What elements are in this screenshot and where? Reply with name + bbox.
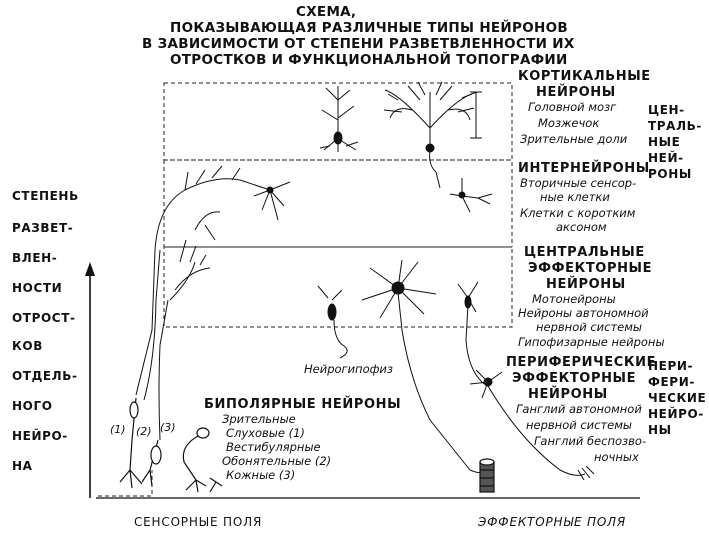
effector-fields-label: ЭФФЕКТОРНЫЕ ПОЛЯ — [478, 515, 627, 529]
axis-arrow — [85, 262, 95, 498]
diagram-title-line-1: СХЕМА, — [296, 4, 357, 20]
sensory-fields-label: СЕНСОРНЫЕ ПОЛЯ — [134, 515, 263, 529]
group-header-line: НЕЙРОНЫ — [536, 85, 616, 100]
side-label-line: НЫЕ — [648, 135, 681, 149]
side-label-line: ФЕРИ- — [648, 375, 695, 389]
axis-label-line: НОСТИ — [12, 281, 63, 295]
bipolar-neuron-3 — [182, 427, 223, 493]
group-item: Вестибулярные — [226, 440, 321, 454]
cortical-frame — [163, 82, 513, 161]
autonomic-central-neuron — [457, 281, 485, 385]
group-item: нервной системы — [536, 320, 643, 334]
group-item: Кожные (3) — [226, 468, 296, 482]
group-item: Ганглий автономной — [516, 402, 642, 416]
side-label-line: РОНЫ — [648, 167, 692, 181]
group-item: Нейроны автономной — [518, 306, 649, 320]
bipolar-neuron-1 — [119, 397, 143, 489]
group-header-line: НЕЙРОНЫ — [528, 387, 608, 402]
side-label-line: ПЕРИ- — [648, 359, 694, 373]
side-label-line: НЕЙРО- — [648, 407, 704, 421]
axis-label-line: РАЗВЕТ- — [12, 221, 74, 235]
marker-3: (3) — [160, 421, 176, 434]
neurohypophysis-label: Нейрогипофиз — [304, 362, 394, 376]
axis-label-line: ОТРОСТ- — [12, 311, 76, 325]
group-item: нервной системы — [526, 418, 633, 432]
group-item: аксоном — [556, 220, 607, 234]
side-label-line: ЧЕСКИЕ — [648, 391, 707, 405]
group-header-line: НЕЙРОНЫ — [546, 277, 626, 292]
peripheral-ganglion-neuron — [469, 369, 595, 481]
group-header-line: КОРТИКАЛЬНЫЕ — [518, 69, 651, 84]
group-item: Обонятельные (2) — [222, 454, 332, 468]
bipolar-neuron-2 — [141, 439, 162, 487]
muscle-effector — [479, 458, 495, 493]
group-item: Зрительные — [222, 412, 296, 426]
group-item: Ганглий беспозво- — [534, 434, 647, 448]
side-label-line: НЕЙ- — [648, 151, 684, 165]
group-item: Головной мозг — [528, 100, 617, 114]
cortical-neuron-pyramidal — [319, 86, 359, 152]
group-item: ночных — [594, 450, 639, 464]
side-label-line: ЦЕН- — [648, 103, 685, 117]
group-item: Гипофизарные нейроны — [518, 335, 665, 349]
cortical-neuron-small — [470, 91, 482, 139]
diagram-title-line-3: В ЗАВИСИМОСТИ ОТ СТЕПЕНИ РАЗВЕТВЛЕННОСТИ… — [142, 36, 575, 52]
axis-label-line: ВЛЕН- — [12, 251, 58, 265]
sensory-field-frame — [98, 470, 153, 497]
axis-label-line: НЕЙРО- — [12, 429, 68, 443]
group-item: Мозжечок — [538, 116, 600, 130]
group-header-line: ЭФФЕКТОРНЫЕ — [512, 371, 637, 386]
group-header-line: ПЕРИФЕРИЧЕСКИЕ — [506, 355, 657, 370]
group-item: Мотонейроны — [532, 292, 616, 306]
neurohypophysis-neuron — [317, 285, 348, 359]
sensory-branching-tree — [135, 165, 291, 441]
axis-label-line: СТЕПЕНЬ — [12, 189, 79, 203]
group-item: Зрительные доли — [520, 132, 628, 146]
group-header-line: ЭФФЕКТОРНЫЕ — [528, 261, 653, 276]
group-header: ИНТЕРНЕЙРОНЫ — [518, 161, 650, 176]
diagram-title-line-2: ПОКАЗЫВАЮЩАЯ РАЗЛИЧНЫЕ ТИПЫ НЕЙРОНОВ — [170, 20, 568, 36]
group-item: Вторичные сенсор- — [520, 176, 637, 190]
axis-label-line: НА — [12, 459, 33, 473]
group-item: Клетки с коротким — [520, 206, 636, 220]
group-item: ные клетки — [540, 190, 610, 204]
group-header: БИПОЛЯРНЫЕ НЕЙРОНЫ — [204, 397, 402, 412]
axis-label-line: НОГО — [12, 399, 53, 413]
group-header-line: ЦЕНТРАЛЬНЫЕ — [524, 245, 645, 260]
level-frames — [98, 82, 513, 497]
interneuron — [449, 178, 493, 213]
marker-2: (2) — [136, 425, 152, 438]
side-label-line: ТРАЛЬ- — [648, 119, 702, 133]
axis-label-line: ОТДЕЛЬ- — [12, 369, 78, 383]
cortical-neuron-purkinje — [383, 81, 479, 189]
marker-1: (1) — [110, 423, 126, 436]
side-label-line: НЫ — [648, 423, 672, 437]
central-frame — [163, 246, 513, 328]
group-item: Слуховые (1) — [226, 426, 305, 440]
axis-label-line: КОВ — [12, 339, 43, 353]
diagram-title-line-4: ОТРОСТКОВ И ФУНКЦИОНАЛЬНОЙ ТОПОГРАФИИ — [170, 52, 568, 68]
